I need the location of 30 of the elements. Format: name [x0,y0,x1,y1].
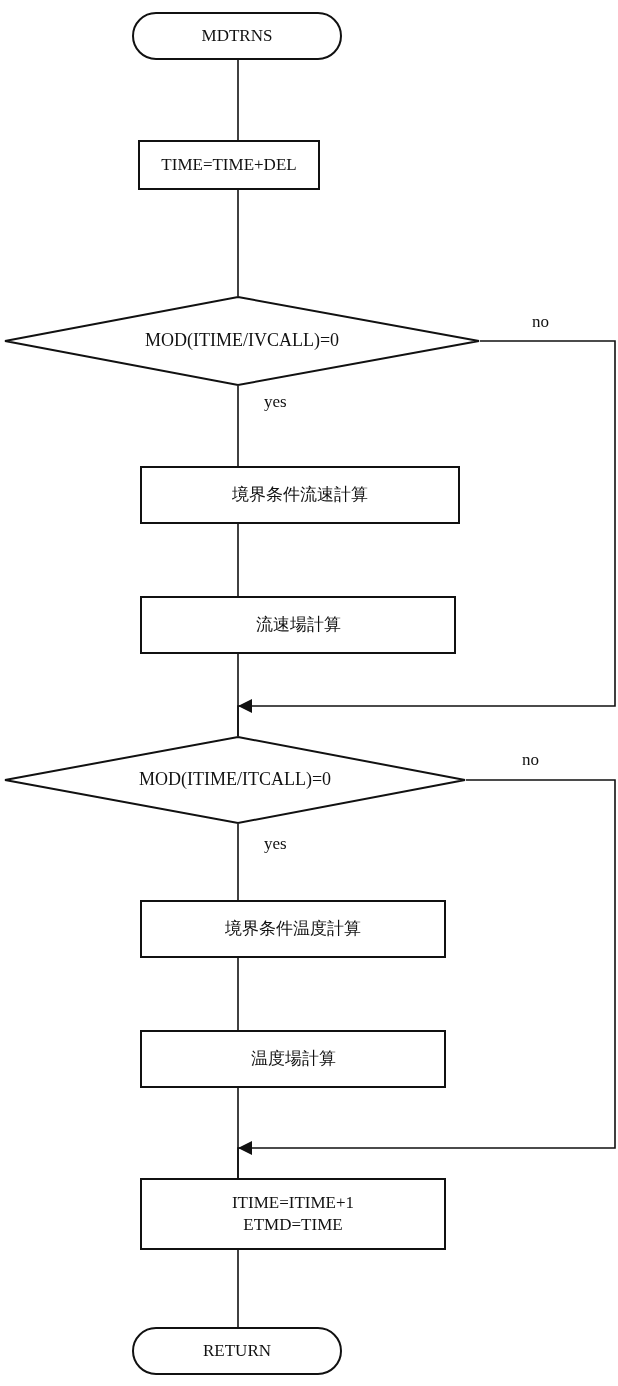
terminal-shape [132,1327,342,1375]
connector-line [237,340,616,737]
node-text: MOD(ITIME/IVCALL)=0 [144,329,340,353]
node-text: 境界条件流速計算 [232,483,368,506]
process-box [140,1030,446,1088]
process-box [140,1178,446,1250]
connector-line [237,823,239,901]
node-text: MOD(ITIME/ITCALL)=0 [138,768,332,792]
decision-diamond [4,296,480,386]
connector-line [237,1249,239,1328]
node-text: 温度場計算 [250,1047,336,1070]
terminal-shape [132,12,342,60]
process-box [140,900,446,958]
connector-line [237,59,239,141]
process-box [140,596,456,654]
process-box [140,466,460,524]
node-text: 流速場計算 [255,613,341,636]
node-text: ETMD=TIME [243,1214,343,1236]
node-text: MDTRNS [201,24,273,47]
node-text: ITIME=ITIME+1 [231,1191,355,1214]
process-box [138,140,320,190]
decision-diamond [4,736,466,824]
connector-line [237,189,239,297]
connector-line [237,957,239,1031]
node-text: RETURN [203,1339,271,1362]
node-text: TIME=TIME+DEL [161,153,297,176]
connector-line [237,779,616,1179]
connector-line [237,385,239,467]
node-text: 境界条件温度計算 [225,917,361,940]
connector-line [237,523,239,597]
